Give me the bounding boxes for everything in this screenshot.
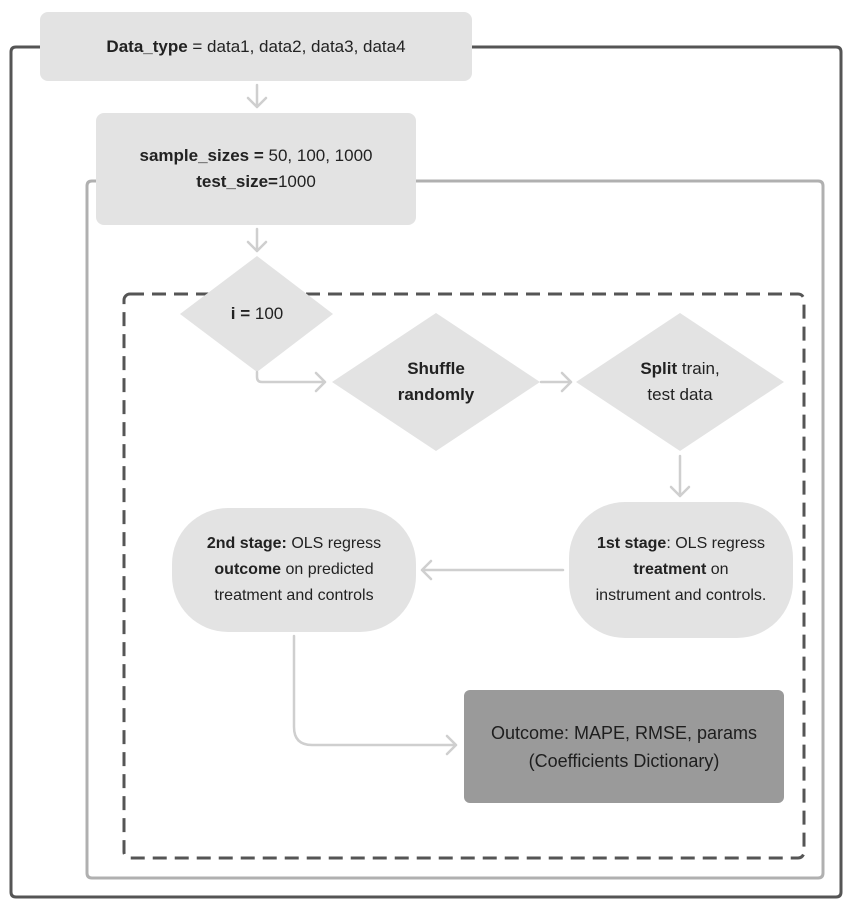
data-type-values: = data1, data2, data3, data4 <box>187 36 406 56</box>
split-diamond <box>576 313 784 451</box>
loop-diamond-label: i = 100 <box>190 298 324 330</box>
first-stage-box: 1st stage: OLS regress treatment on inst… <box>569 502 793 638</box>
shuffle-line2: randomly <box>397 385 475 404</box>
split-line2: test data <box>647 385 713 404</box>
second-stage-line3: treatment and controls <box>214 587 374 604</box>
loop-value: 100 <box>250 304 284 323</box>
sample-loop-frame <box>85 179 825 880</box>
arrow-datatype-to-sample <box>246 83 268 109</box>
shuffle-diamond-label: Shuffle randomly <box>356 354 516 410</box>
arrow-loop-to-shuffle <box>255 370 327 393</box>
arrow-shuffle-to-split <box>539 371 573 393</box>
arrow-second-to-outcome <box>292 634 458 756</box>
first-stage-on: on <box>706 561 729 578</box>
second-stage-on: on predicted <box>281 561 374 578</box>
arrow-first-to-second <box>420 559 565 581</box>
loop-diamond <box>180 256 333 372</box>
sample-sizes-values: 50, 100, 1000 <box>263 146 373 165</box>
arrow-split-to-first <box>669 454 691 498</box>
sample-sizes-box: sample_sizes = 50, 100, 1000 test_size=1… <box>96 113 416 225</box>
arrow-sample-to-loop <box>246 227 268 253</box>
loop-key: i = <box>230 304 251 323</box>
split-diamond-label: Split train, test data <box>600 354 760 410</box>
outcome-box: Outcome: MAPE, RMSE, params (Coefficient… <box>464 690 784 803</box>
second-stage-box: 2nd stage: OLS regress outcome on predic… <box>172 508 416 632</box>
outcome-line1: Outcome: MAPE, RMSE, params <box>490 722 758 743</box>
sample-sizes-key: sample_sizes = <box>139 146 264 165</box>
split-rest: train, <box>677 359 720 378</box>
second-stage-key: 2nd stage: <box>206 535 287 552</box>
shuffle-diamond <box>332 313 540 451</box>
split-key: Split <box>640 359 678 378</box>
outer-loop-frame <box>9 45 843 899</box>
first-stage-key: 1st stage <box>596 535 667 552</box>
test-size-value: 1000 <box>277 172 316 191</box>
first-stage-line3: instrument and controls. <box>595 587 767 604</box>
test-size-key: test_size= <box>196 172 278 191</box>
data-type-key: Data_type <box>106 36 188 56</box>
data-type-box: Data_type = data1, data2, data3, data4 <box>40 12 472 81</box>
first-stage-rest: : OLS regress <box>666 535 766 552</box>
second-stage-outcome: outcome <box>214 561 282 578</box>
shuffle-line1: Shuffle <box>407 359 465 378</box>
second-stage-rest: OLS regress <box>286 535 382 552</box>
first-stage-treatment: treatment <box>633 561 707 578</box>
iteration-loop-frame <box>122 292 806 860</box>
outcome-line2: (Coefficients Dictionary) <box>528 750 720 771</box>
